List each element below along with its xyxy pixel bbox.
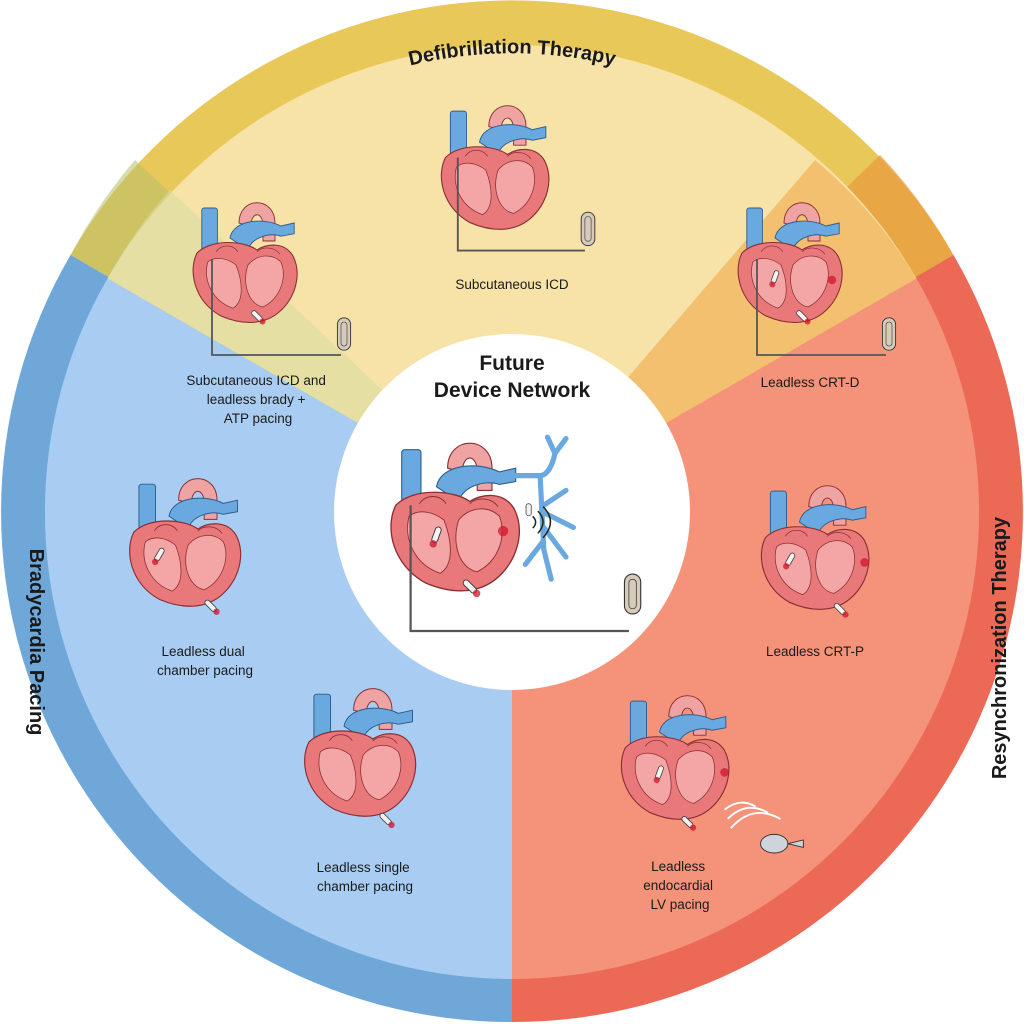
heart-illustration-center [390,434,642,633]
heart-illustration-subcutaneous-icd [440,105,596,252]
center-title-line2: Device Network [434,379,591,402]
label-sicd-leadless-brady: Subcutaneous ICD and leadless brady + AT… [186,373,329,426]
heart-illustration-endocardial-lv [620,695,804,854]
ring-title-resynchronization: Resynchronization Therapy [989,516,1011,779]
label-leadless-endocardial: Leadless endocardial LV pacing [643,859,717,912]
label-leadless-crt-p: Leadless CRT-P [766,644,864,659]
label-leadless-crt-d: Leadless CRT-D [761,375,860,390]
heart-illustration-crt-p [760,485,870,620]
label-leadless-dual: Leadless dual chamber pacing [157,644,253,678]
label-subcutaneous-icd: Subcutaneous ICD [455,277,569,292]
ring-title-bradycardia: Bradycardia Pacing [25,549,47,736]
center-title-line1: Future [479,352,544,375]
heart-illustration-sicd-brady [192,202,352,356]
heart-illustration-crt-d [737,202,897,356]
label-leadless-single: Leadless single chamber pacing [317,860,414,894]
